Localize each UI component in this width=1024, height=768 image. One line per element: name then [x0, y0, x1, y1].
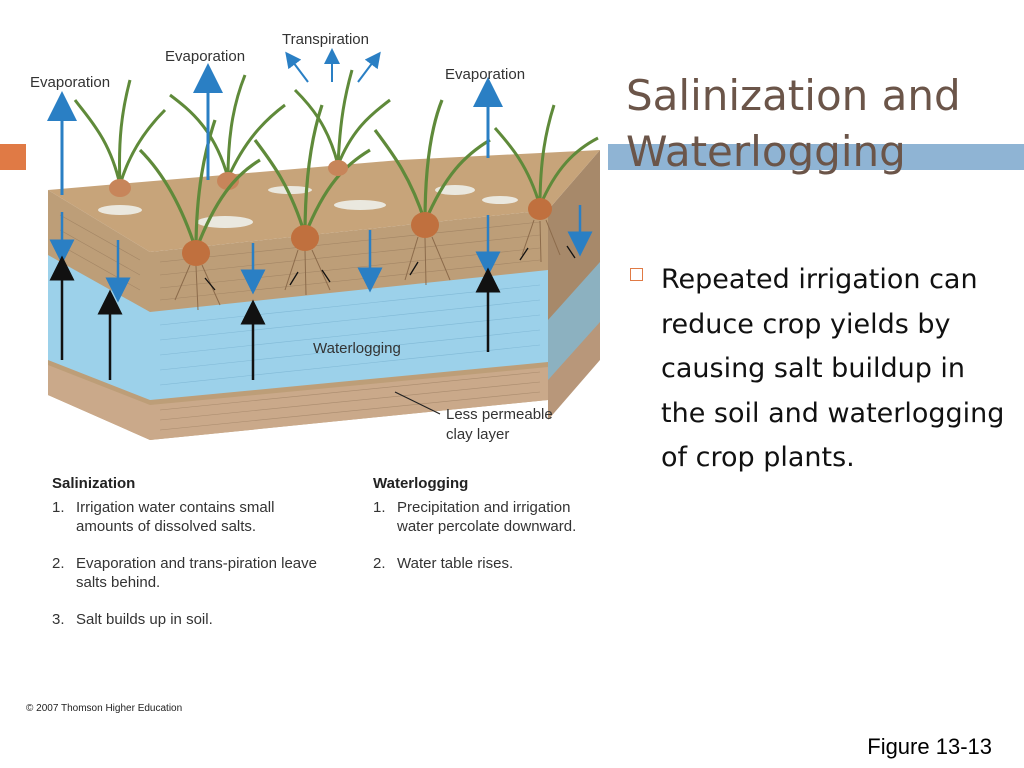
step-number: 2.: [52, 555, 65, 572]
copyright: © 2007 Thomson Higher Education: [26, 703, 183, 714]
waterlogging-step: 1. Precipitation and irrigation water pe…: [373, 498, 598, 536]
bullet-list: Repeated irrigation can reduce crop yiel…: [630, 258, 1015, 481]
salinization-step: 3. Salt builds up in soil.: [52, 610, 322, 629]
label-clay-line1: Less permeable: [446, 406, 553, 423]
bullet-text: Repeated irrigation can reduce crop yiel…: [661, 264, 1005, 473]
waterlogging-heading: Waterlogging: [373, 475, 469, 492]
transpiration-arrows: [285, 48, 381, 83]
step-number: 2.: [373, 555, 386, 572]
step-text: Salt builds up in soil.: [76, 611, 213, 628]
step-number: 1.: [52, 499, 65, 516]
plant-6: [373, 99, 491, 286]
onion-plants: [73, 69, 599, 311]
label-clay-line2: clay layer: [446, 426, 509, 443]
accent-bar-right: [608, 144, 1024, 170]
step-number: 3.: [52, 611, 65, 628]
figure-label: Figure 13-13: [867, 734, 992, 759]
label-waterlogging: Waterlogging: [313, 340, 401, 357]
plant-4: [253, 104, 371, 296]
clay-leader-line: [394, 391, 441, 415]
plant-1: [73, 79, 167, 197]
salinization-steps: Salinization 1. Irrigation water contain…: [52, 475, 322, 647]
salinization-step: 2. Evaporation and trans-piration leave …: [52, 554, 322, 592]
step-text: Precipitation and irrigation water perco…: [397, 499, 577, 535]
salinization-step: 1. Irrigation water contains small amoun…: [52, 498, 322, 536]
plant-7: [493, 104, 599, 263]
plant-2: [169, 74, 286, 190]
evaporation-arrows: [47, 63, 503, 195]
label-evaporation-left: Evaporation: [30, 74, 110, 91]
plant-3: [138, 119, 261, 311]
label-evaporation-mid: Evaporation: [165, 48, 245, 65]
water-layer: [48, 255, 548, 400]
waterlogging-step: 2. Water table rises.: [373, 554, 598, 573]
square-bullet-icon: [630, 268, 643, 281]
slide-title: Salinization and Waterlogging: [626, 71, 961, 176]
percolation-arrows: [49, 205, 593, 303]
water-table-arrows: [49, 255, 501, 380]
label-evaporation-right: Evaporation: [445, 66, 525, 83]
plant-5: [293, 69, 391, 176]
salt-arrows: [204, 245, 576, 291]
block-front-face: [48, 190, 548, 440]
step-number: 1.: [373, 499, 386, 516]
salinization-heading: Salinization: [52, 475, 136, 492]
waterlogging-steps: Waterlogging 1. Precipitation and irriga…: [373, 475, 598, 591]
accent-bar-left: [0, 144, 26, 170]
step-text: Water table rises.: [397, 555, 514, 572]
step-text: Evaporation and trans-piration leave sal…: [76, 555, 317, 591]
step-text: Irrigation water contains small amounts …: [76, 499, 275, 535]
soil-diagram: Evaporation Evaporation Transpiration Ev…: [30, 31, 600, 443]
block-side-face: [548, 150, 600, 420]
label-transpiration: Transpiration: [282, 31, 369, 48]
